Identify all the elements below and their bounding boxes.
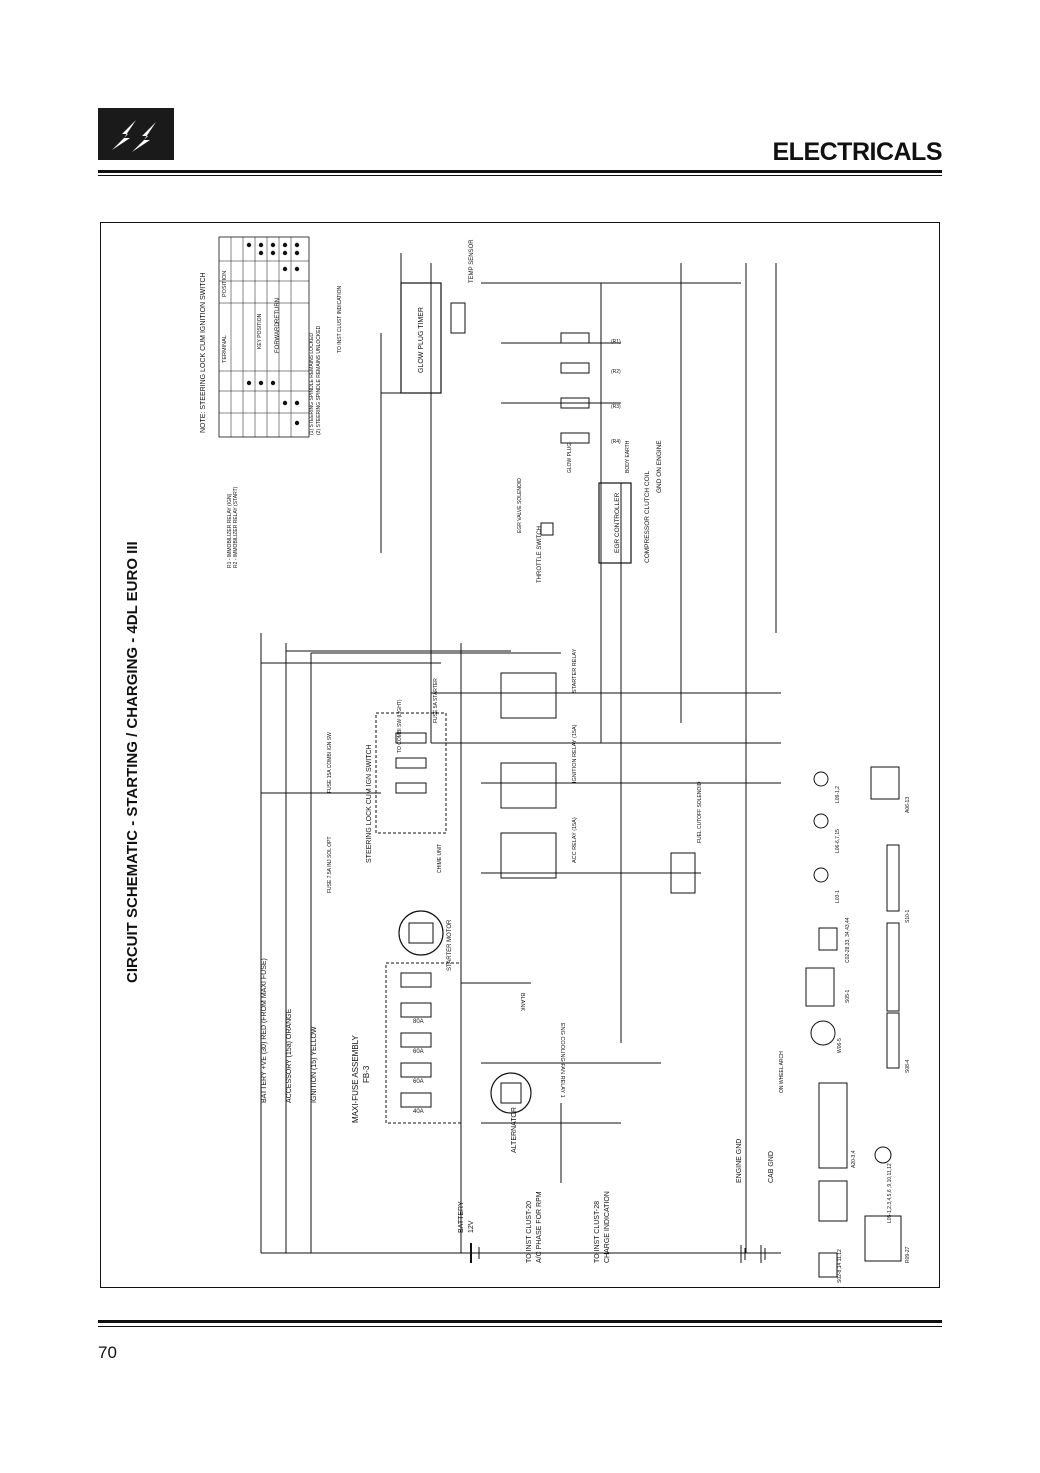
switch-table: TERMINAL POSITION FORWARD RETURN KEY POS… (218, 236, 310, 438)
conn-r09: R09-27 (905, 1246, 911, 1263)
footer-rule (98, 1320, 942, 1323)
maxi-fuse-label: MAXI-FUSE ASSEMBLY (351, 1034, 360, 1123)
glow-plug-label: GLOW PLUG (567, 443, 573, 473)
glow-plug-timer: GLOW PLUG TIMER TEMP SENSOR TO INST CLUS… (337, 239, 475, 394)
header-rule (98, 170, 942, 173)
ground-symbols (740, 1245, 766, 1263)
conn-a20: A20-3,4 (851, 1150, 857, 1168)
schematic-title: CIRCUIT SCHEMATIC - STARTING / CHARGING … (124, 541, 141, 983)
fuse-5a-label: FUSE 5A STARTER (433, 678, 439, 723)
body-earth-label: BODY EARTH (625, 440, 631, 473)
svg-text:EGR VALVE SOLENOID: EGR VALVE SOLENOID (517, 478, 523, 533)
fuse-7-5a-label: FUSE 7.5A INJ SOL OPT (327, 837, 333, 894)
conn-l05: L05-1,2,3,4,5,6 ,9,10,11,12 (887, 1163, 893, 1223)
svg-text:GND ON ENGINE: GND ON ENGINE (656, 440, 663, 493)
svg-text:STEERING LOCK CUM IGN SWITCH: STEERING LOCK CUM IGN SWITCH (366, 744, 373, 863)
svg-text:12V: 12V (468, 1220, 475, 1233)
conn-w06: W06-5 (837, 1038, 843, 1053)
inst-20-label: TO INST CLUST-20 (526, 1201, 533, 1263)
fuse-15a-label: FUSE 15A COMBI IGN SW (327, 732, 333, 793)
steering-lock-switch: STEERING LOCK CUM IGN SWITCH (366, 712, 447, 863)
svg-text:COMPRESSOR CLUTCH COIL: COMPRESSOR CLUTCH COIL (644, 471, 651, 563)
svg-text:GLOW PLUG TIMER: GLOW PLUG TIMER (418, 307, 425, 373)
ignition-line-label: IGNITION (15) YELLOW (311, 1026, 318, 1103)
egr-controller: EGR CONTROLLER EGR VALVE SOLENOID THROTT… (517, 440, 663, 583)
fuse-80a: 80A (413, 1019, 424, 1025)
svg-text:THROTTLE SWITCH: THROTTLE SWITCH (537, 526, 543, 583)
electrical-logo (98, 108, 174, 160)
fan-relay-label: ENG COOLING FAN RELAY 1 (559, 1023, 565, 1098)
circuit-schematic: CIRCUIT SCHEMATIC - STARTING / CHARGING … (124, 236, 911, 1283)
table-terminal: TERMINAL (222, 335, 228, 363)
conn-a06: A06-13 (905, 797, 911, 813)
svg-text:TEMP SENSOR: TEMP SENSOR (469, 239, 475, 283)
fuse-40a-1: 40A (413, 1109, 424, 1115)
lightning-icon (112, 120, 156, 152)
maxi-fuse-assembly: 80A 60A 60A 40A (385, 962, 462, 1124)
ac-phase-label: A/C PHASE FOR RPM (536, 1191, 543, 1263)
svg-text:EGR CONTROLLER: EGR CONTROLLER (614, 492, 621, 553)
conn-s05: S05-1 (845, 989, 851, 1003)
svg-text:IGNITION RELAY (15A): IGNITION RELAY (15A) (572, 724, 578, 783)
conn-s08: S08-4 (905, 1059, 911, 1073)
conn-c02: C02-28,33, 34,43,44 (845, 917, 851, 963)
switch-note: NOTE: STEERING LOCK CUM IGNITION SWITCH (200, 272, 207, 433)
svg-text:FUEL CUTOFF SOLENOID: FUEL CUTOFF SOLENOID (697, 781, 703, 843)
svg-text:(R3): (R3) (611, 404, 621, 410)
svg-text:(R2): (R2) (611, 369, 621, 375)
relays: STARTER RELAY IGNITION RELAY (15A) ACC R… (500, 648, 578, 879)
fuse-60a-2: 60A (413, 1079, 424, 1085)
page-number: 70 (98, 1343, 117, 1362)
table-position: POSITION (222, 271, 228, 297)
battery-line-label: BATTERY +VE (30) RED (FROM MAXI FUSE) (261, 958, 268, 1103)
svg-text:(R1): (R1) (611, 339, 621, 345)
svg-text:(R4): (R4) (611, 439, 621, 445)
svg-text:STARTER RELAY: STARTER RELAY (572, 648, 578, 693)
connector-diagrams (805, 766, 902, 1278)
blank-label: BLANK (519, 993, 525, 1011)
fuel-cutoff: FUEL CUTOFF SOLENOID (670, 781, 703, 894)
key-return: RETURN (275, 298, 281, 323)
alternator: ALTERNATOR (490, 1072, 532, 1153)
starter-motor: STARTER MOTOR (398, 910, 453, 971)
lock-note-1: (1) STEERING SPINDLE REMAINS LOCKED (309, 333, 315, 435)
conn-l03: L03-1 (835, 890, 841, 903)
cab-gnd-label: CAB GND (768, 1151, 775, 1183)
svg-text:TO INST CLUST INDICATION: TO INST CLUST INDICATION (337, 285, 343, 353)
lock-note-2: (2) STEERING SPINDLE REMAINS UNLOCKED (316, 325, 322, 435)
fuse-60a-1: 60A (413, 1049, 424, 1055)
fb-label: FB-3 (362, 1065, 371, 1083)
on-wheel-arch: ON WHEEL ARCH (779, 1051, 785, 1093)
footer-rule-thin (98, 1326, 942, 1327)
section-title: ELECTRICALS (772, 138, 943, 166)
key-forward: FORWARD (275, 322, 281, 353)
header-rule-thin (98, 175, 942, 176)
svg-text:BATTERY: BATTERY (458, 1201, 465, 1233)
chime-label: CHIME UNIT (437, 844, 443, 873)
svg-text:STARTER MOTOR: STARTER MOTOR (447, 919, 453, 971)
svg-text:ALTERNATOR: ALTERNATOR (511, 1107, 518, 1153)
engine-gnd-label: ENGINE GND (736, 1139, 743, 1183)
battery: BATTERY 12V (458, 1201, 480, 1263)
conn-l09: L09-1,2 (835, 786, 841, 803)
charge-label: CHARGE INDICATION (604, 1191, 611, 1263)
to-combi-label: TO COMBI SW (LIGHT) (397, 699, 403, 753)
conn-l06: L06-6,7,15 (835, 829, 841, 853)
inst-28-label: TO INST CLUST-28 (594, 1201, 601, 1263)
accessory-line-label: ACCESSORY (15a) ORANGE (286, 1008, 293, 1103)
schematic-frame: CIRCUIT SCHEMATIC - STARTING / CHARGING … (100, 222, 940, 1288)
glow-plugs: (R1) (R2) (R3) (R4) (560, 332, 621, 445)
conn-s02: S02-8,14 11,12 (837, 1249, 843, 1283)
relay-note-2: R2 - IMMOBILIZER RELAY (START) (233, 486, 239, 568)
key-position-label: KEY POSITION (257, 313, 263, 349)
relay-note-1: R1 - IMMOBILIZER RELAY (IGN) (227, 493, 233, 568)
svg-text:ACC RELAY (15A): ACC RELAY (15A) (572, 817, 578, 863)
supply-wires (260, 253, 781, 1254)
conn-s10: S10-1 (905, 909, 911, 923)
